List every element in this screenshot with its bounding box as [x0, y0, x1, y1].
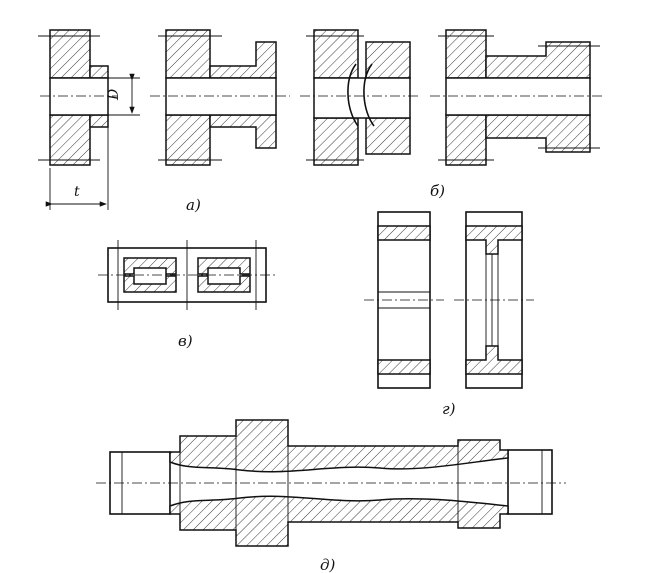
- figure-g-left-gear: [364, 211, 444, 389]
- figure-b-right-gear: [430, 29, 604, 166]
- figure-d-shaft: [96, 419, 566, 547]
- label-b: б): [430, 182, 445, 200]
- dimension-t-label: t: [74, 184, 80, 200]
- figure-v-gears: [98, 240, 276, 310]
- dimension-d-label: D: [106, 89, 122, 101]
- figure-g-right-gear: [454, 211, 534, 389]
- label-g: г): [442, 400, 456, 418]
- label-v: в): [178, 332, 193, 350]
- figure-a-right-gear: [150, 29, 290, 166]
- label-d: д): [320, 556, 336, 573]
- label-a: а): [186, 196, 201, 214]
- figure-a-left-gear: [38, 29, 140, 210]
- figure-b-left-gear: [300, 29, 420, 166]
